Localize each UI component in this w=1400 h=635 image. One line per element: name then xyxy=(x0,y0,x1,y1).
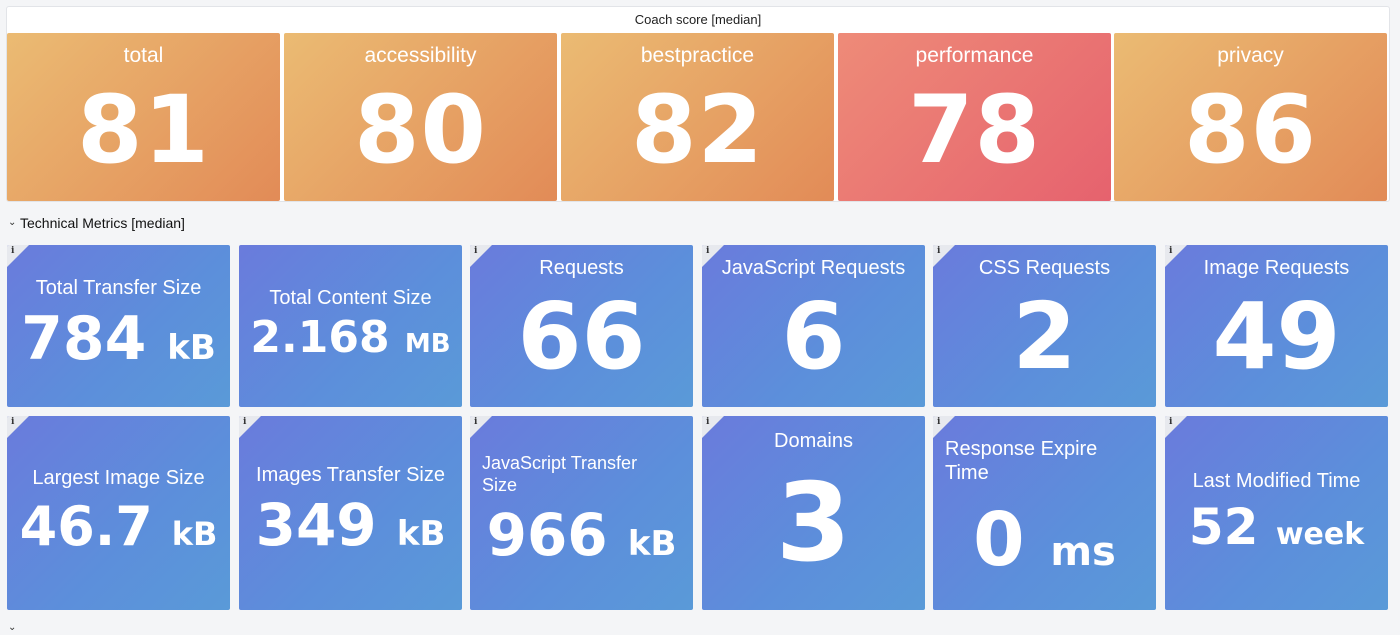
info-icon[interactable]: i xyxy=(706,246,710,256)
tile-image-requests[interactable]: i Image Requests 49 xyxy=(1165,245,1388,407)
info-icon[interactable]: i xyxy=(937,246,941,256)
tile-value: 66 xyxy=(517,283,646,390)
score-tile-accessibility[interactable]: accessibility 80 xyxy=(284,33,557,201)
info-icon[interactable]: i xyxy=(474,417,478,427)
tile-label: Image Requests xyxy=(1203,257,1350,279)
tile-label: Images Transfer Size xyxy=(256,464,445,486)
score-label: accessibility xyxy=(364,44,477,67)
info-icon[interactable]: i xyxy=(1169,246,1173,256)
info-corner[interactable] xyxy=(702,416,724,438)
tile-value: 6 xyxy=(781,283,846,390)
info-icon[interactable]: i xyxy=(474,246,478,256)
tile-unit: kB xyxy=(171,515,218,553)
info-icon[interactable]: i xyxy=(706,417,710,427)
tile-label: CSS Requests xyxy=(978,257,1111,279)
tile-largest-image-size[interactable]: i Largest Image Size 46.7 kB xyxy=(7,416,230,610)
tile-label: JavaScript Requests xyxy=(721,257,906,279)
score-label: privacy xyxy=(1217,44,1284,67)
info-corner[interactable] xyxy=(702,245,724,267)
tile-total-content-size[interactable]: Total Content Size 2.168 MB xyxy=(239,245,462,407)
tile-value: 0 xyxy=(973,497,1025,583)
info-corner[interactable] xyxy=(239,416,261,438)
tile-value: 49 xyxy=(1212,283,1341,390)
tile-unit: kB xyxy=(167,328,216,368)
tile-value-group: 784 kB xyxy=(7,305,230,382)
info-corner[interactable] xyxy=(1165,245,1187,267)
tile-label: Last Modified Time xyxy=(1192,470,1361,492)
info-corner[interactable] xyxy=(933,245,955,267)
info-corner[interactable] xyxy=(933,416,955,438)
tile-label: Response Expire Time xyxy=(945,438,1098,484)
info-corner[interactable] xyxy=(470,245,492,267)
tile-unit: ms xyxy=(1050,529,1116,575)
tile-unit: week xyxy=(1275,517,1365,552)
info-corner[interactable] xyxy=(7,245,29,267)
tile-last-modified-time[interactable]: i Last Modified Time 52 week xyxy=(1165,416,1388,610)
score-tile-bestpractice[interactable]: bestpractice 82 xyxy=(561,33,834,201)
tile-value: 349 xyxy=(255,491,377,559)
info-corner[interactable] xyxy=(470,416,492,438)
tile-value: 2 xyxy=(1012,283,1077,390)
tile-unit: kB xyxy=(396,514,446,554)
tile-unit: MB xyxy=(404,329,451,359)
score-tile-performance[interactable]: performance 78 xyxy=(838,33,1111,201)
score-value: 78 xyxy=(908,76,1041,185)
tile-label: Largest Image Size xyxy=(32,467,205,489)
tile-css-requests[interactable]: i CSS Requests 2 xyxy=(933,245,1156,407)
tile-value: 46.7 xyxy=(19,495,153,558)
score-value: 86 xyxy=(1184,76,1317,185)
tile-domains[interactable]: i Domains 3 xyxy=(702,416,925,610)
info-icon[interactable]: i xyxy=(937,417,941,427)
score-value: 81 xyxy=(77,76,210,185)
score-label: total xyxy=(123,44,164,67)
row-title: Technical Metrics [median] xyxy=(20,215,185,231)
tile-value: 52 xyxy=(1188,498,1259,556)
tile-images-transfer-size[interactable]: i Images Transfer Size 349 kB xyxy=(239,416,462,610)
tile-javascript-transfer-size[interactable]: i JavaScript Transfer Size 966 kB xyxy=(470,416,693,610)
tile-label: JavaScript Transfer Size xyxy=(482,453,638,495)
score-tile-total[interactable]: total 81 xyxy=(7,33,280,201)
score-tile-privacy[interactable]: privacy 86 xyxy=(1114,33,1387,201)
tile-label: Requests xyxy=(539,257,624,279)
tile-value: 2.168 xyxy=(250,312,390,363)
score-label: bestpractice xyxy=(640,44,755,67)
tile-value-group: 0 ms xyxy=(933,498,1156,594)
tile-unit: kB xyxy=(627,524,677,564)
tile-requests[interactable]: i Requests 66 xyxy=(470,245,693,407)
info-icon[interactable]: i xyxy=(243,417,247,427)
tile-value: 966 xyxy=(486,501,608,569)
tile-label: Domains xyxy=(774,430,853,452)
info-corner[interactable] xyxy=(7,416,29,438)
info-icon[interactable]: i xyxy=(1169,417,1173,427)
score-value: 82 xyxy=(631,76,764,185)
tile-value-group: 966 kB xyxy=(470,502,693,577)
panel-title[interactable]: Coach score [median] xyxy=(634,12,762,27)
tile-value-group: 46.7 kB xyxy=(7,496,230,565)
score-label: performance xyxy=(915,44,1034,67)
chevron-down-icon: ⌄ xyxy=(8,217,17,228)
row-collapse-toggle[interactable]: ⌄ Technical Metrics [median] xyxy=(8,213,185,233)
info-corner[interactable] xyxy=(1165,416,1187,438)
tile-label: Total Content Size xyxy=(269,287,432,309)
chevron-down-icon[interactable]: ⌄ xyxy=(8,622,17,633)
info-icon[interactable]: i xyxy=(11,246,15,256)
coach-score-panel: Coach score [median] total 81 accessibil… xyxy=(6,6,1390,202)
tile-javascript-requests[interactable]: i JavaScript Requests 6 xyxy=(702,245,925,407)
tile-total-transfer-size[interactable]: i Total Transfer Size 784 kB xyxy=(7,245,230,407)
info-icon[interactable]: i xyxy=(11,417,15,427)
tile-value-group: 2.168 MB xyxy=(239,311,462,371)
tile-value: 3 xyxy=(775,461,852,586)
tile-response-expire-time[interactable]: i Response Expire Time 0 ms xyxy=(933,416,1156,610)
tile-value-group: 52 week xyxy=(1165,498,1388,564)
tile-label: Total Transfer Size xyxy=(35,277,202,299)
tile-value-group: 349 kB xyxy=(239,492,462,567)
tile-value: 784 xyxy=(21,304,147,374)
score-value: 80 xyxy=(354,76,487,185)
